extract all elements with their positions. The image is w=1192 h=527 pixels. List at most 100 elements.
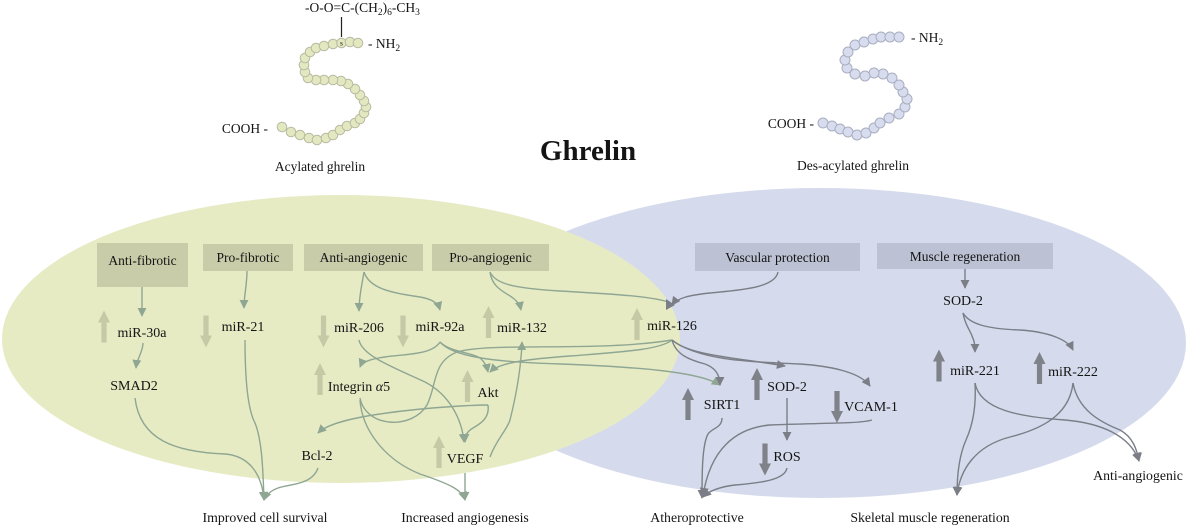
amino-acid-bead [327,74,339,86]
down-regulation-arrow-icon [831,391,843,423]
amino-acid-bead [294,129,306,141]
outcome-skeletal-muscle-regeneration: Skeletal muscle regeneration [850,510,1009,525]
node-mir-30a: miR-30a [118,326,168,341]
node-smad2: SMAD2 [110,379,157,394]
up-arrow-icon [1033,352,1046,384]
category-muscle-regeneration: Muscle regeneration [877,243,1053,269]
edge-mir-222-to-anti-angiogenic [1072,382,1142,462]
up-arrow-icon [433,436,445,468]
edge-mir-126-to-akt [489,339,673,373]
edge-mir-92a-to-integrin-a5 [358,341,441,368]
amino-acid-bead [318,40,330,52]
edge-mir-126-to-sirt1 [671,339,725,386]
node-sod-2-muscle: SOD-2 [943,294,983,309]
nodes: miR-30a miR-21 miR-206 miR-92a miR-132 m… [110,294,1098,467]
regulation-arrows [98,306,1046,476]
edge-mir-206-to-vegf [358,339,468,443]
edge-pro-angiogenic-to-mir-126 [489,271,669,303]
category-box [877,243,1053,269]
des-acylated-c-terminus: COOH - [768,116,815,131]
acylated-ghrelin-molecule: -O-O=C-(CH2)6-CH3 s - NH2 COOH - Acylate… [222,0,420,174]
node-sirt1: SIRT1 [704,398,741,413]
amino-acid-bead [883,112,895,124]
node-mir-21: miR-21 [222,320,265,335]
up-regulation-arrow-icon [751,368,763,400]
down-regulation-arrow-icon [759,443,771,476]
edge-anti-angiogenic-to-mir-206 [354,271,365,312]
edge-mir-222-to-skeletal-muscle-regeneration [953,382,1074,496]
edge-sod-2-to-mir-222 [962,312,1074,351]
node-sod-2-vascular: SOD-2 [767,380,807,395]
up-arrow-icon [933,349,945,382]
up-regulation-arrow-icon [314,363,326,395]
node-vcam-1: VCAM-1 [844,400,898,415]
down-arrow-icon [759,443,771,476]
up-arrow-icon [631,308,643,340]
diagram-title: Ghrelin [540,135,636,167]
amino-acid-bead [893,108,905,120]
category-box [203,244,293,271]
up-regulation-arrow-icon [933,349,945,382]
up-arrow-icon [482,306,495,338]
down-arrow-icon [831,391,843,423]
serine-residue-label: s [340,39,343,48]
amino-acid-bead [285,126,297,138]
amino-acid-bead [842,126,854,138]
category-label: Pro-angiogenic [449,250,531,265]
category-box [304,244,423,271]
up-regulation-arrow-icon [1033,352,1046,384]
category-box [695,243,860,271]
edge-mir-21-to-improved-cell-survival [244,339,269,501]
category-pro-angiogenic: Pro-angiogenic [432,244,549,271]
edge-mir-92a-to-sirt1 [439,341,721,386]
amino-acid-bead [860,127,872,139]
edge-pro-fibrotic-to-mir-21 [239,270,249,309]
acylated-peptide-chain [276,36,372,146]
edge-integrin-a5-loop [359,339,673,423]
up-regulation-arrow-icon [482,306,495,338]
up-regulation-arrow-icon [461,370,474,402]
category-label: Anti-fibrotic [108,253,176,268]
acylated-connectors [132,270,721,501]
amino-acid-bead [352,37,364,49]
node-ros: ROS [773,450,800,465]
node-mir-206: miR-206 [334,321,384,336]
edge-integrin-a5-to-increased-angiogenesis [359,399,467,501]
node-akt: Akt [478,386,499,401]
edge-vascular-protection-to-mir-126 [671,271,779,306]
category-anti-fibrotic: Anti-fibrotic [97,243,188,287]
edge-mir-221-to-anti-angiogenic [974,382,1141,462]
acylated-ghrelin-label: Acylated ghrelin [275,159,366,174]
category-label: Vascular protection [725,250,830,265]
category-anti-angiogenic: Anti-angiogenic [304,244,423,271]
down-arrow-icon [200,315,212,348]
des-acylated-peptide-chain [817,31,913,141]
down-regulation-arrow-icon [317,315,330,348]
amino-acid-bead [311,134,323,146]
category-box [432,244,549,271]
des-acylated-ghrelin-label: Des-acylated ghrelin [797,158,909,173]
node-vegf: VEGF [447,452,484,467]
amino-acid-bead [893,79,905,91]
edge-vegf-to-mir-132 [489,341,527,458]
outcome-atheroprotective: Atheroprotective [650,510,743,525]
edge-smad2-to-improved-cell-survival [134,397,268,501]
acylated-n-terminus: - NH2 [368,36,400,54]
down-arrow-icon [317,315,330,348]
amino-acid-bead [886,72,898,84]
up-regulation-arrow-icon [682,388,694,420]
down-arrow-icon [397,315,409,348]
up-arrow-icon [461,370,474,402]
category-vascular-protection: Vascular protection [695,243,860,271]
category-label: Anti-angiogenic [320,250,408,265]
edge-anti-angiogenic-to-mir-92a [363,271,443,311]
des-acylated-ghrelin-molecule: - NH2 COOH - Des-acylated ghrelin [768,30,944,173]
up-arrow-icon [314,363,326,395]
acylated-c-terminus: COOH - [222,121,269,136]
amino-acid-bead [849,39,861,51]
node-bcl-2: Bcl-2 [301,449,332,464]
up-regulation-arrow-icon [433,436,445,468]
up-arrow-icon [98,310,110,343]
outcomes: Improved cell survival Increased angioge… [203,468,1183,525]
